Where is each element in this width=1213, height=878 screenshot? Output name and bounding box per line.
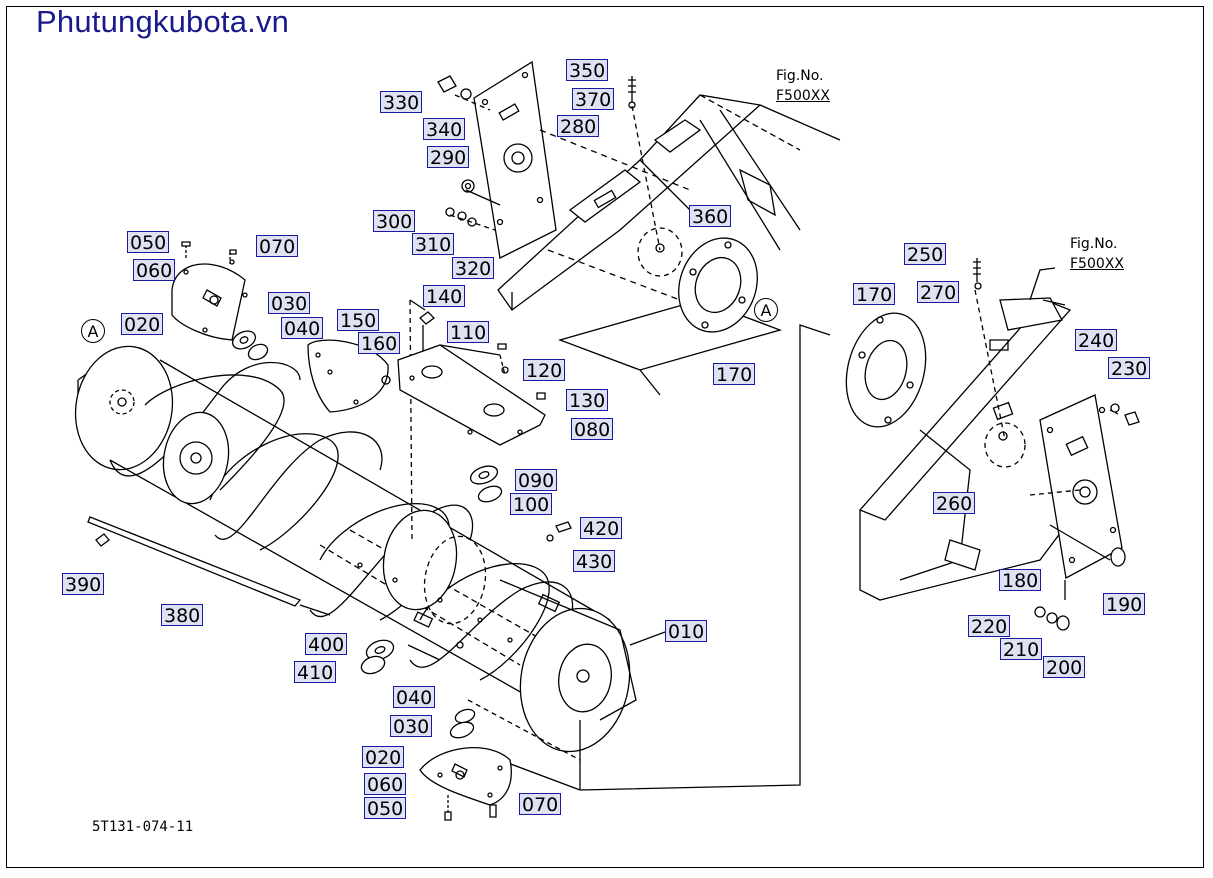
part-label[interactable]: 240 [1075,329,1118,352]
part-label[interactable]: 410 [294,661,337,684]
part-label[interactable]: 140 [423,285,466,308]
part-label[interactable]: 430 [573,550,616,573]
part-label[interactable]: 420 [580,517,623,540]
part-label[interactable]: 360 [689,205,732,228]
part-label[interactable]: 380 [161,604,204,627]
fig-ref-right-line1: Fig.No. [1070,236,1118,252]
part-label[interactable]: 370 [572,88,615,111]
part-label[interactable]: 030 [390,715,433,738]
fig-ref-right-line2: F500XX [1070,256,1124,272]
part-label[interactable]: 010 [665,620,708,643]
part-label[interactable]: 330 [380,91,423,114]
part-label[interactable]: 320 [452,257,495,280]
part-label[interactable]: 020 [121,313,164,336]
part-label[interactable]: 040 [281,317,324,340]
part-label[interactable]: 160 [358,332,401,355]
brand-watermark: Phutungkubota.vn [36,4,290,39]
part-label[interactable]: 130 [566,389,609,412]
part-label[interactable]: 100 [510,493,553,516]
part-label[interactable]: 210 [1000,638,1043,661]
fig-ref-upper: Fig.No. F500XX [776,66,830,106]
part-label[interactable]: 350 [566,59,609,82]
diagram-frame [6,6,1204,868]
part-label[interactable]: 280 [557,115,600,138]
right-frame-assembly [579,258,1140,791]
upper-frame-assembly [437,60,841,396]
part-label[interactable]: 340 [423,118,466,141]
auger-assembly [74,299,666,791]
part-label[interactable]: 150 [337,309,380,332]
diagram-code: 5T131-074-11 [92,819,194,835]
part-label[interactable]: 120 [523,359,566,382]
part-label[interactable]: 200 [1043,656,1086,679]
part-label[interactable]: 050 [127,231,170,254]
part-label[interactable]: 020 [362,746,405,769]
part-label[interactable]: 290 [427,146,470,169]
part-label[interactable]: 090 [515,469,558,492]
part-label[interactable]: 080 [571,418,614,441]
fig-ref-right: Fig.No. F500XX [1070,234,1124,274]
fig-ref-upper-line2: F500XX [776,88,830,104]
part-label[interactable]: 390 [62,573,105,596]
part-label[interactable]: 060 [133,259,176,282]
part-label[interactable]: 220 [968,615,1011,638]
fig-ref-upper-line1: Fig.No. [776,68,824,84]
cover-plates [171,241,572,821]
part-label[interactable]: 110 [447,321,490,344]
part-label[interactable]: 260 [933,492,976,515]
part-label[interactable]: 070 [519,793,562,816]
part-label[interactable]: 040 [393,686,436,709]
part-label[interactable]: 180 [999,569,1042,592]
part-label[interactable]: 060 [364,773,407,796]
part-label[interactable]: 300 [373,210,416,233]
part-label[interactable]: 170 [713,363,756,386]
part-label[interactable]: 190 [1103,593,1146,616]
part-label[interactable]: 270 [917,281,960,304]
part-label[interactable]: 170 [853,283,896,306]
callout-marker-left: A [81,319,105,343]
part-label[interactable]: 030 [268,292,311,315]
part-label[interactable]: 310 [412,233,455,256]
part-label[interactable]: 070 [256,235,299,258]
part-label[interactable]: 250 [904,243,947,266]
part-label[interactable]: 230 [1108,357,1151,380]
part-label[interactable]: 050 [364,797,407,820]
callout-marker-right: A [754,298,778,322]
part-label[interactable]: 400 [305,633,348,656]
